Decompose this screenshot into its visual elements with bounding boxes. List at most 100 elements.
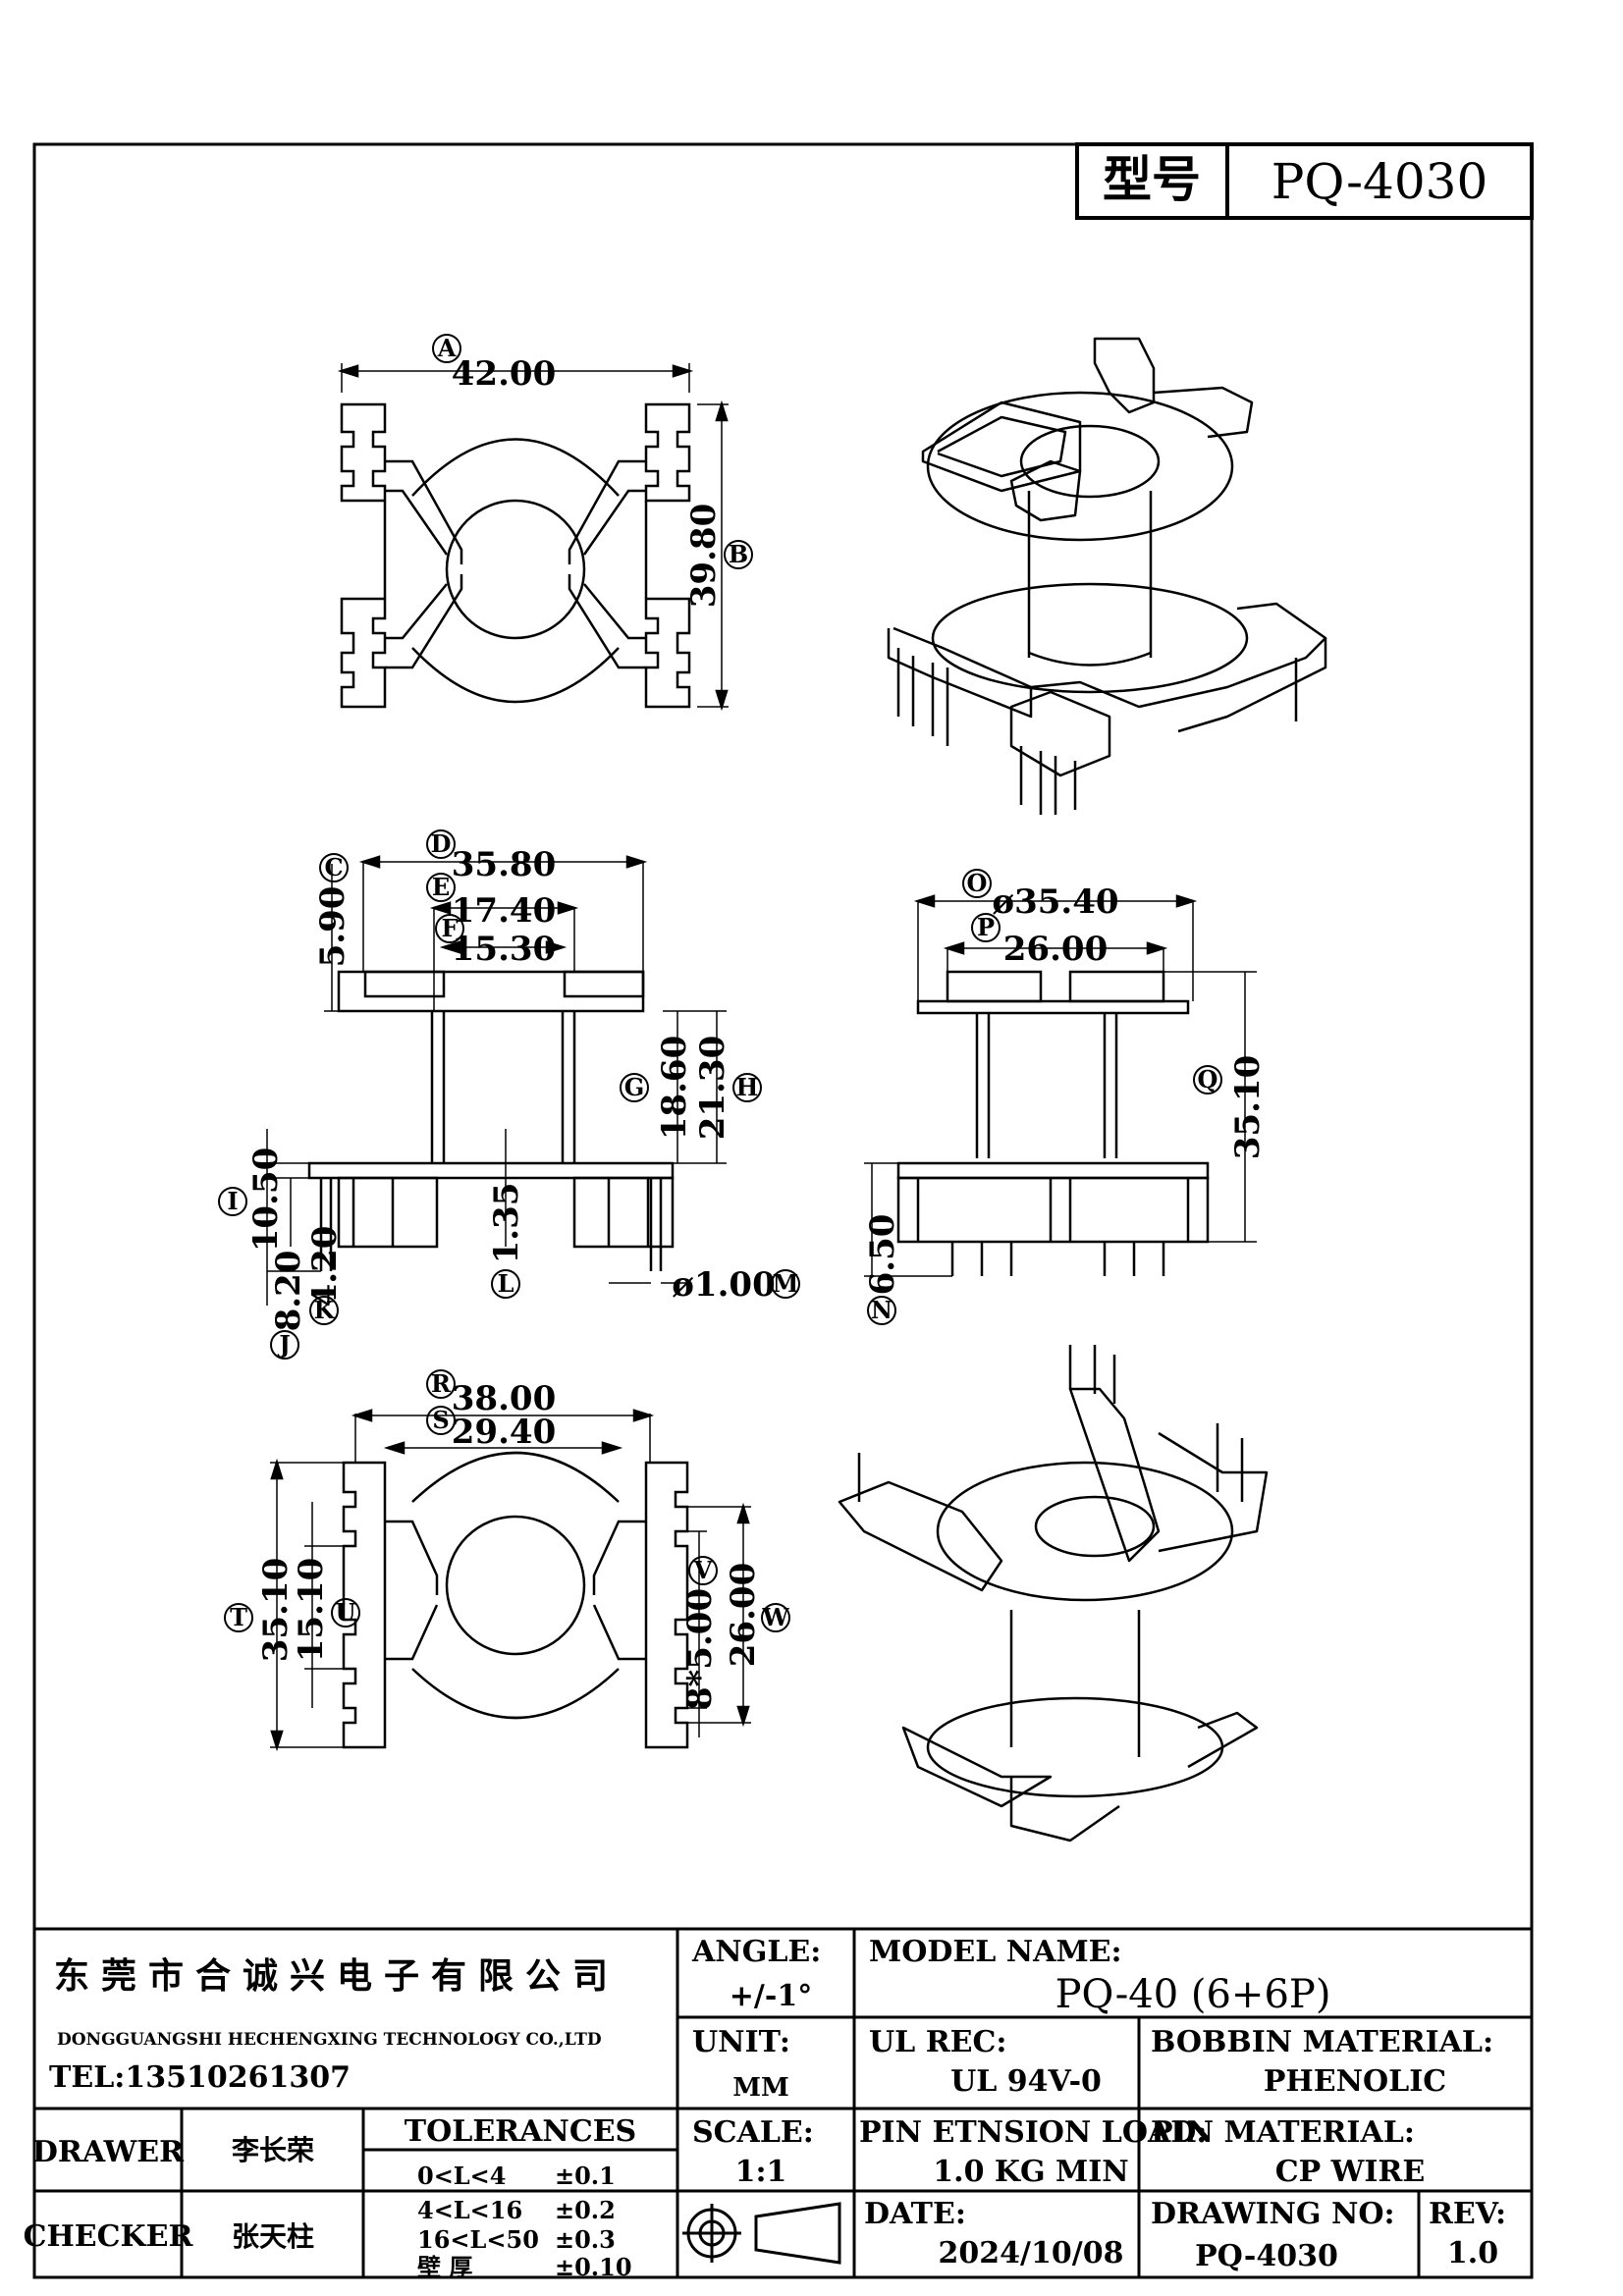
dim-Q: 35.10	[1228, 1055, 1268, 1159]
checker-label: CHECKER	[24, 2219, 194, 2254]
scale-label: SCALE:	[692, 2115, 814, 2150]
ul-rec-value: UL 94V-0	[950, 2064, 1102, 2099]
projection-symbol	[682, 2202, 841, 2265]
dim-O: ø35.40	[992, 882, 1118, 922]
pin-material-value: CP WIRE	[1275, 2155, 1425, 2189]
svg-text:K: K	[314, 1296, 336, 1324]
svg-text:V: V	[693, 1556, 713, 1584]
company-en: DONGGUANGSHI HECHENGXING TECHNOLOGY CO.,…	[57, 2030, 602, 2050]
pin-material-label: PIN MATERIAL:	[1151, 2115, 1415, 2150]
model-label: 型号	[1103, 151, 1201, 208]
isometric-view-top	[887, 337, 1327, 815]
svg-text:S: S	[432, 1406, 449, 1434]
isometric-view-bottom	[838, 1345, 1269, 1842]
dim-E: 17.40	[452, 891, 556, 931]
company-tel: TEL:13510261307	[49, 2060, 351, 2095]
svg-text:W: W	[762, 1603, 790, 1631]
dim-K: 4.20	[305, 1226, 345, 1308]
svg-text:N: N	[871, 1296, 893, 1324]
dim-V: 8*5.00	[680, 1588, 720, 1710]
date-label: DATE:	[864, 2197, 966, 2231]
unit-value: MM	[732, 2073, 789, 2103]
dim-T: 35.10	[256, 1558, 296, 1662]
dim-C: 5.90	[313, 886, 352, 968]
svg-text:O: O	[967, 869, 988, 897]
dim-L: 1.35	[487, 1183, 526, 1264]
pin-extension-label: PIN ETNSION LOAD:	[859, 2115, 1207, 2150]
bottom-view	[270, 1409, 751, 1752]
model-name-label: MODEL NAME:	[869, 1935, 1122, 1969]
angle-value: +/-1°	[730, 1979, 812, 2013]
dim-S: 29.40	[452, 1413, 556, 1452]
model-value: PQ-4030	[1271, 153, 1488, 210]
svg-text:T: T	[230, 1603, 247, 1631]
tolerance-range-3: 16<L<50	[417, 2225, 539, 2254]
svg-text:E: E	[432, 873, 450, 901]
svg-text:A: A	[437, 334, 457, 362]
front-view	[266, 855, 727, 1306]
drawing-no-label: DRAWING NO:	[1151, 2197, 1395, 2231]
pin-extension-value: 1.0 KG MIN	[933, 2155, 1128, 2189]
rev-label: REV:	[1429, 2197, 1506, 2231]
dim-U: 15.10	[292, 1558, 331, 1662]
dim-G: 18.60	[655, 1036, 694, 1140]
dim-H: 21.30	[693, 1036, 732, 1140]
top-view-dims: A 42.00 B 39.80	[432, 334, 753, 608]
date-value: 2024/10/08	[939, 2236, 1124, 2270]
side-view-dims: O ø35.40 P 26.00 Q 35.10 N 6.50	[863, 869, 1268, 1325]
svg-text:U: U	[336, 1598, 356, 1627]
tolerance-range-4: 壁 厚	[417, 2254, 472, 2281]
title-block	[34, 1927, 1532, 2277]
svg-text:M: M	[773, 1269, 799, 1298]
dim-I: 10.50	[246, 1148, 286, 1252]
svg-text:P: P	[977, 913, 995, 941]
svg-text:H: H	[736, 1073, 759, 1101]
drawer-name: 李长荣	[232, 2134, 314, 2166]
model-name-value: PQ-40 (6+6P)	[1055, 1972, 1331, 2017]
svg-text:Q: Q	[1198, 1065, 1218, 1094]
company-cn: 东莞市合诚兴电子有限公司	[54, 1956, 620, 1997]
sheet-border	[32, 142, 1534, 2279]
svg-text:C: C	[324, 853, 343, 881]
dim-B: 39.80	[684, 504, 724, 608]
drawing-no-value: PQ-4030	[1195, 2239, 1338, 2273]
front-view-dims: D 35.80 E 17.40 F 15.30 C 5.90 G 18.60 H…	[218, 829, 800, 1360]
bottom-view-dims: R 38.00 S 29.40 T 35.10 U 15.10 V 8*5.00…	[224, 1369, 790, 1710]
angle-label: ANGLE:	[691, 1935, 821, 1969]
top-view	[337, 363, 729, 712]
tolerance-range-2: 4<L<16	[417, 2196, 522, 2224]
tolerances-label: TOLERANCES	[405, 2114, 636, 2149]
tolerance-value-3: ±0.3	[555, 2225, 616, 2254]
svg-text:F: F	[441, 914, 458, 942]
bobbin-material-label: BOBBIN MATERIAL:	[1151, 2025, 1493, 2059]
model-header: 型号 PQ-4030	[1075, 142, 1534, 220]
tolerance-value-1: ±0.1	[555, 2162, 616, 2190]
tolerance-value-4: ±0.10	[555, 2253, 632, 2281]
dim-F: 15.30	[452, 930, 556, 969]
dim-W: 26.00	[724, 1563, 763, 1667]
svg-text:I: I	[227, 1187, 238, 1215]
svg-text:D: D	[431, 829, 452, 858]
svg-text:L: L	[498, 1269, 514, 1298]
dim-R: 38.00	[452, 1379, 556, 1418]
dim-J: 8.20	[269, 1251, 308, 1332]
svg-text:J: J	[277, 1330, 290, 1359]
ul-rec-label: UL REC:	[869, 2025, 1006, 2059]
drawer-label: DRAWER	[32, 2135, 185, 2169]
dim-A: 42.00	[452, 354, 556, 394]
dim-M: ø1.00	[672, 1265, 776, 1305]
checker-name: 张天柱	[232, 2220, 314, 2253]
bobbin-material-value: PHENOLIC	[1264, 2064, 1446, 2099]
tolerance-value-2: ±0.2	[555, 2196, 616, 2224]
unit-label: UNIT:	[692, 2025, 790, 2059]
tolerance-range-1: 0<L<4	[417, 2162, 507, 2190]
scale-value: 1:1	[735, 2155, 787, 2189]
dim-N: 6.50	[863, 1214, 902, 1296]
dim-P: 26.00	[1003, 930, 1108, 969]
title-block-text: 东莞市合诚兴电子有限公司 DONGGUANGSHI HECHENGXING TE…	[24, 1935, 1507, 2281]
svg-text:B: B	[729, 540, 748, 568]
svg-text:R: R	[431, 1369, 452, 1398]
dim-D: 35.80	[452, 845, 556, 884]
svg-text:G: G	[624, 1073, 645, 1101]
